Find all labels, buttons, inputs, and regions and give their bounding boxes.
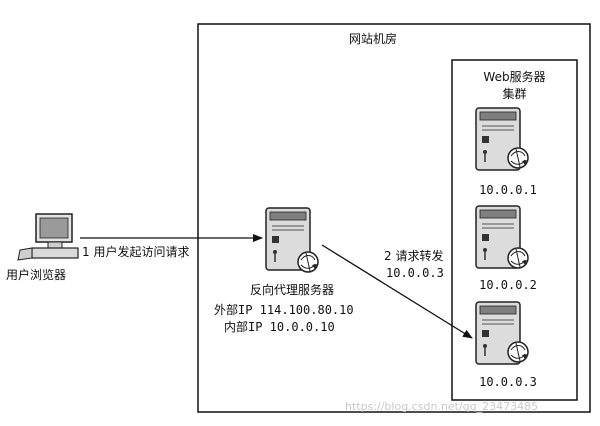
client-label: 用户浏览器 <box>6 268 67 282</box>
forward-label: 2 请求转发 <box>384 249 444 263</box>
machine-room-label: 网站机房 <box>349 32 398 46</box>
web-server-3-ip: 10.0.0.3 <box>479 375 537 389</box>
request-label: 1 用户发起访问请求 <box>82 245 190 259</box>
proxy-external-ip: 外部IP 114.100.80.10 <box>214 303 354 317</box>
machine-room-box <box>197 23 591 413</box>
proxy-title: 反向代理服务器 <box>249 283 334 297</box>
client-computer-icon <box>17 213 79 261</box>
web-server-1-ip: 10.0.0.1 <box>479 183 537 197</box>
web-cluster-label-line1: Web服务器 <box>483 70 546 84</box>
proxy-internal-ip: 内部IP 10.0.0.10 <box>224 320 335 334</box>
web-cluster-box <box>451 59 578 401</box>
proxy-server-icon <box>265 207 319 273</box>
forward-arrow <box>321 244 473 339</box>
watermark-text: https://blog.csdn.net/qq_23473485 <box>345 400 539 413</box>
web-server-2-ip: 10.0.0.2 <box>479 278 537 292</box>
web-server-3-icon <box>475 301 529 365</box>
web-cluster-label-line2: 集群 <box>502 87 527 101</box>
forward-ip-label: 10.0.0.3 <box>386 266 444 280</box>
web-server-1-icon <box>475 107 529 171</box>
web-server-2-icon <box>475 205 529 269</box>
